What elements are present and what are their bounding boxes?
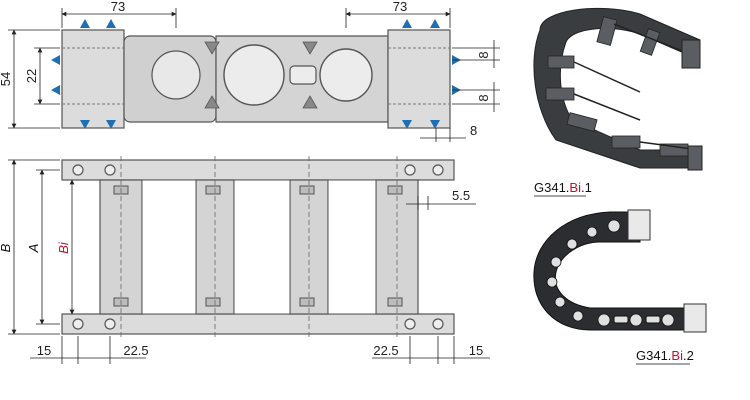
mounting-arrows: [51, 19, 461, 129]
dim-22-5-right: 22.5: [373, 343, 398, 358]
center-slot: [289, 65, 317, 85]
left-bracket-plate: [61, 29, 125, 129]
dim-5-5: 5.5: [452, 188, 470, 203]
dim-A: A: [26, 244, 41, 254]
middle-right-hole: [319, 48, 373, 102]
caption-photo: G341.Bi.1: [534, 180, 592, 195]
dim-73-left: 73: [111, 0, 125, 14]
dim-15-left: 15: [37, 343, 51, 358]
dim-54: 54: [0, 72, 13, 86]
caption-side-suffix: .2: [683, 348, 694, 363]
caption-side: G341.Bi.2: [636, 348, 694, 363]
dim-73-right: 73: [393, 0, 407, 14]
dim-8-upper: 8: [476, 51, 491, 58]
right-bracket-plate: [387, 29, 451, 129]
dim-8-bottom: 8: [470, 123, 477, 138]
tri-marks: [204, 41, 318, 109]
dim-Bi: Bi: [56, 241, 71, 254]
left-pivot-hole: [151, 50, 201, 100]
bottom-view: B A Bi 5.5 15 22.5 22.5 15: [0, 156, 490, 364]
caption-photo-bi: Bi: [569, 180, 581, 195]
caption-photo-suffix: .1: [581, 180, 592, 195]
caption-side-bi: Bi: [671, 348, 683, 363]
top-view: 73 73 54 22 8 8 8: [0, 0, 500, 142]
caption-photo-prefix: G341.: [534, 180, 569, 195]
bolt-holes: [72, 164, 444, 330]
caption-side-prefix: G341.: [636, 348, 671, 363]
dim-8-lower: 8: [476, 94, 491, 101]
middle-left-hole: [223, 44, 285, 106]
dim-22: 22: [24, 69, 39, 83]
chain-side-view: [533, 209, 707, 333]
chain-3d-render: [533, 7, 703, 171]
dim-22-5-left: 22.5: [123, 343, 148, 358]
dim-15-right: 15: [469, 343, 483, 358]
dim-B: B: [0, 243, 13, 252]
